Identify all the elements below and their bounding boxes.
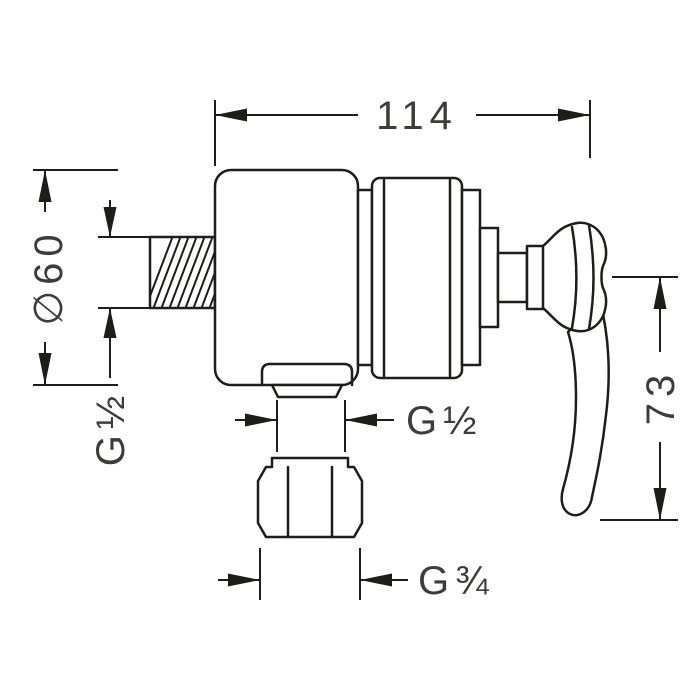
arrowhead-right-icon xyxy=(228,573,260,587)
nut-outline xyxy=(256,456,364,539)
dim-thread-nut: G¾ xyxy=(218,548,494,603)
dim-height-73: 73 xyxy=(600,276,683,521)
handle-lever xyxy=(541,221,610,517)
arrowhead-down-icon xyxy=(653,488,667,520)
lever-arm xyxy=(560,300,610,517)
dim-width-114: 114 xyxy=(214,94,591,166)
arrowhead-up-icon xyxy=(103,308,117,338)
body-outline xyxy=(213,168,360,387)
arrowhead-down-icon xyxy=(38,353,52,385)
bell-flute-line xyxy=(570,225,578,330)
housing-drum xyxy=(370,176,464,380)
housing-ring-b xyxy=(460,188,482,367)
handle-bell xyxy=(541,221,608,333)
housing-ring-a xyxy=(356,188,374,367)
arrowhead-up-icon xyxy=(653,277,667,309)
arrowhead-left-icon xyxy=(345,413,377,427)
dim-nut-thread-label: G¾ xyxy=(418,559,494,603)
valve-body xyxy=(213,168,360,399)
union-nut xyxy=(256,456,364,539)
dim-diameter-60: ∅60 xyxy=(27,169,118,386)
dim-inlet-thread-label: G½ xyxy=(89,390,133,466)
dim-thread-inlet: G½ xyxy=(89,200,152,466)
arrowhead-down-icon xyxy=(103,207,117,237)
dim-height-label: 73 xyxy=(639,369,683,426)
arrowhead-up-icon xyxy=(38,170,52,202)
housing-shoulder xyxy=(478,226,500,329)
bell-flute-line xyxy=(587,223,595,331)
dim-width-label: 114 xyxy=(376,94,458,138)
dim-thread-outlet: G½ xyxy=(235,399,482,452)
handle-stem xyxy=(496,251,529,304)
inlet-thread-hatching xyxy=(151,238,214,307)
dim-outlet-thread-label: G½ xyxy=(406,399,482,443)
arrowhead-left-icon xyxy=(215,108,247,122)
dim-diameter-label: ∅60 xyxy=(27,228,71,325)
arrowhead-right-icon xyxy=(245,413,277,427)
threaded-inlet xyxy=(148,235,217,310)
cartridge-housing xyxy=(356,176,547,380)
arrowhead-left-icon xyxy=(360,573,392,587)
arrowhead-right-icon xyxy=(558,108,590,122)
outlet-spout xyxy=(270,383,344,399)
spout-tab xyxy=(260,362,354,387)
